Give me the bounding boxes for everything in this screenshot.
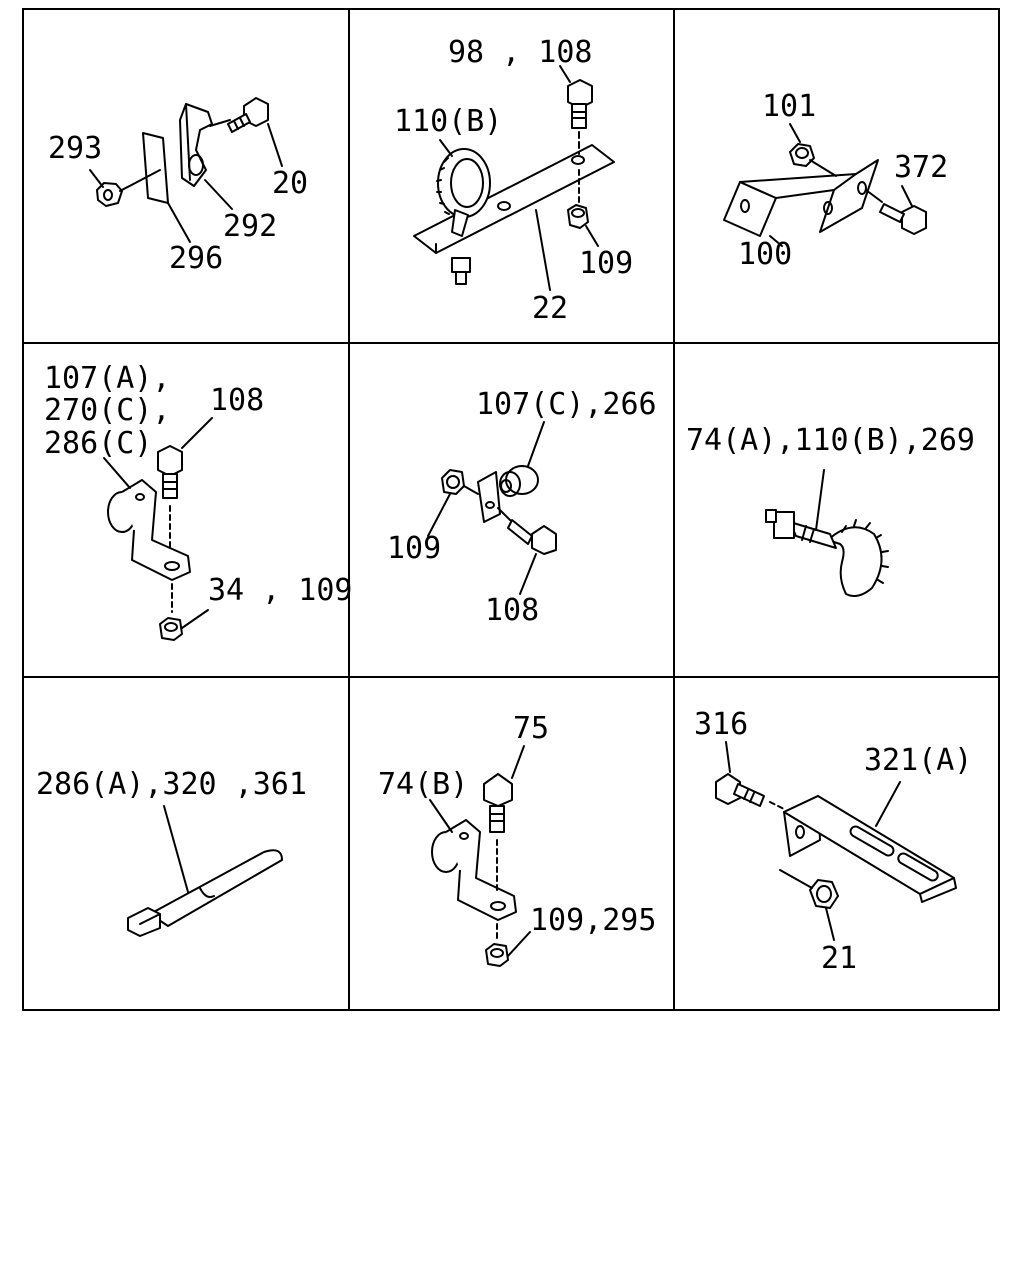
callout-110b: 110(B): [394, 104, 502, 139]
nut-109-cell8: [485, 943, 509, 967]
callout-293: 293: [48, 131, 102, 166]
callout-109: 109: [387, 531, 441, 566]
bolt-20: [227, 97, 269, 133]
nut-34: [159, 617, 183, 641]
nut-109-cell5: [441, 469, 465, 495]
bolt-108-cell4: [157, 445, 183, 551]
cell-2: 98 , 108 110(B) 109 22: [394, 35, 633, 326]
clip-foot-22: [451, 257, 471, 285]
callout-22: 22: [532, 291, 568, 326]
cell-8: 75 74(B) 109,295: [378, 711, 656, 967]
callout-109-295: 109,295: [530, 903, 656, 938]
callout-316: 316: [694, 707, 748, 742]
cell-6: 74(A),110(B),269: [686, 423, 975, 597]
callout-101: 101: [762, 89, 816, 124]
callout-34-109: 34 , 109: [208, 573, 353, 608]
cell-1: 293 20 292 296: [48, 97, 308, 276]
bolt-316: [715, 773, 765, 807]
callout-321a: 321(A): [864, 743, 972, 778]
strap-286a: [127, 849, 283, 937]
callout-75: 75: [513, 711, 549, 746]
callout-109: 109: [579, 246, 633, 281]
cell-7: 286(A),320 ,361: [36, 767, 307, 937]
callout-100: 100: [738, 237, 792, 272]
nut-21: [809, 879, 839, 909]
callout-108: 108: [485, 593, 539, 628]
callout-74a-110b-269: 74(A),110(B),269: [686, 423, 975, 458]
callout-296: 296: [169, 241, 223, 276]
bracket-100: [723, 159, 879, 237]
nut-293: [96, 182, 123, 207]
plate-296: [119, 132, 169, 204]
clamp-110b: [436, 148, 491, 237]
callout-107a: 107(A),: [44, 361, 170, 396]
callout-372: 372: [894, 150, 948, 185]
cell-3: 101 372 100: [723, 89, 948, 272]
callout-108: 108: [210, 383, 264, 418]
clip-107c: [477, 465, 539, 523]
nut-109-cell2: [567, 204, 589, 229]
clip-292: [179, 103, 213, 187]
clip-74b: [431, 819, 517, 921]
callout-20: 20: [272, 166, 308, 201]
callout-286c: 286(C): [44, 426, 152, 461]
clip-107a: [107, 479, 191, 581]
callout-107c-266: 107(C),266: [476, 387, 657, 422]
bolt-98: [567, 79, 593, 155]
cell-9: 316 321(A) 21: [694, 707, 972, 976]
callout-292: 292: [223, 209, 277, 244]
bolt-75: [483, 773, 513, 895]
grid-frame: [22, 8, 1000, 1011]
bracket-321a: [783, 795, 957, 903]
clamp-74a: [765, 509, 889, 597]
callout-21: 21: [821, 941, 857, 976]
cell-5: 107(C),266 109 108: [387, 387, 657, 628]
bolt-108-cell5: [507, 519, 557, 555]
callout-74b: 74(B): [378, 767, 468, 802]
cell-4: 107(A), 270(C), 286(C) 108 34 , 109: [44, 361, 353, 641]
callout-98-108: 98 , 108: [448, 35, 593, 70]
callout-270c: 270(C),: [44, 393, 170, 428]
callout-286a-320-361: 286(A),320 ,361: [36, 767, 307, 802]
nut-101: [789, 143, 815, 167]
bolt-372: [879, 203, 927, 235]
